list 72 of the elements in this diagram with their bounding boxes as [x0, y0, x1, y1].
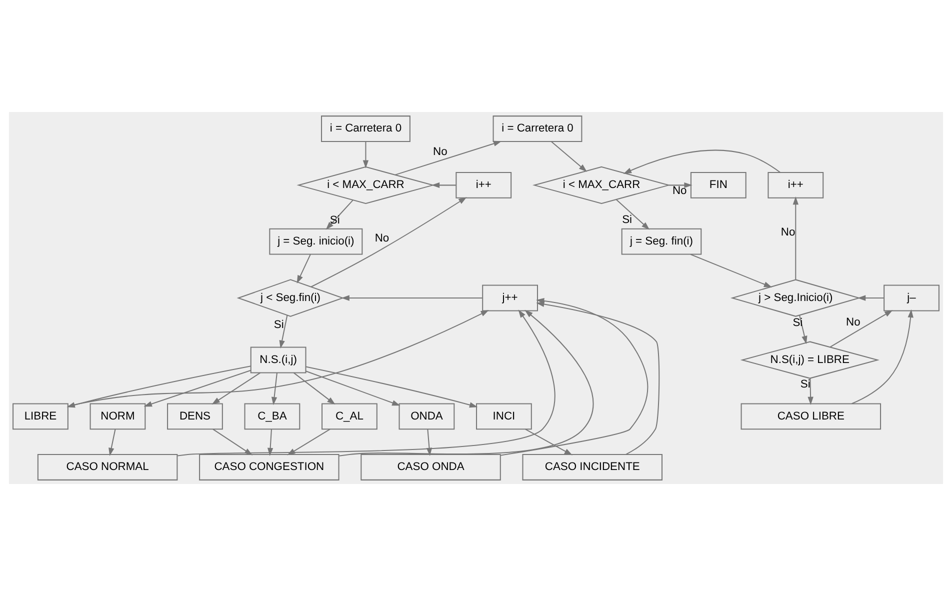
arrow	[279, 315, 288, 348]
node-box: i = Carretera 0	[492, 116, 582, 142]
node-box: j = Seg. fin(i)	[621, 228, 702, 255]
arrow	[267, 429, 274, 456]
arrow	[852, 309, 914, 404]
arrow	[212, 428, 253, 456]
arrow	[395, 140, 502, 176]
arrow	[212, 372, 260, 404]
node-box: CASO NORMAL	[37, 454, 178, 480]
edge-label: Si	[622, 214, 632, 226]
arrow	[326, 200, 354, 230]
edge-label: No	[374, 232, 390, 244]
node-box: DENS	[167, 403, 223, 430]
node-box: LIBRE	[12, 403, 68, 430]
arrow	[178, 310, 556, 456]
node-box: CASO ONDA	[360, 454, 501, 480]
node-box: CASO CONGESTION	[199, 454, 340, 480]
arrow	[271, 372, 278, 406]
arrow	[426, 429, 432, 456]
edge-label: Si	[330, 214, 340, 226]
arrow	[431, 182, 456, 188]
arrow	[341, 295, 482, 301]
edge-label: Si	[800, 378, 810, 390]
node-diamond: i < MAX_CARR	[296, 166, 435, 204]
arrow	[144, 370, 251, 407]
arrow	[339, 310, 594, 456]
arrow	[668, 182, 692, 188]
edge-label: Si	[792, 316, 803, 329]
node-box: i = Carretera 0	[321, 116, 410, 142]
arrow	[799, 315, 808, 344]
edge-label: Si	[274, 318, 284, 331]
arrow	[690, 254, 772, 288]
node-box: j++	[482, 284, 538, 312]
node-box: CASO INCIDENTE	[522, 454, 662, 480]
node-box: i++	[456, 172, 512, 198]
arrow	[296, 254, 311, 284]
node-diamond: N.S(i,j) = LIBRE	[740, 341, 880, 379]
node-box: FIN	[690, 172, 746, 198]
node-box: j–	[884, 284, 940, 312]
edge-label: No	[780, 226, 796, 238]
node-box: C_AL	[322, 403, 378, 430]
node-box: j = Seg. inicio(i)	[269, 228, 363, 255]
arrow	[500, 298, 648, 456]
arrow	[108, 429, 116, 456]
arrow	[362, 142, 369, 168]
node-box: NORM	[90, 403, 146, 430]
arrow	[857, 295, 884, 301]
node-box: C_BA	[244, 403, 300, 430]
node-box: INCI	[476, 403, 532, 430]
arrow	[536, 301, 660, 455]
arrow	[551, 141, 588, 172]
arrow	[808, 378, 814, 405]
arrow	[792, 196, 798, 280]
node-diamond: j > Seg.Inicio(i)	[730, 279, 861, 317]
edge-label: No	[433, 146, 448, 158]
arrow	[68, 310, 489, 407]
arrow	[616, 199, 650, 230]
edge-label: No	[846, 316, 860, 329]
node-box: N.S.(i,j)	[250, 346, 306, 374]
arrow	[623, 150, 780, 174]
arrow	[525, 428, 573, 456]
node-box: ONDA	[398, 403, 455, 430]
arrow	[310, 197, 467, 288]
edge-label: No	[672, 185, 687, 198]
arrow	[287, 428, 330, 456]
arrow	[830, 310, 893, 348]
arrow	[293, 372, 336, 405]
arrow	[306, 366, 478, 408]
arrow	[306, 370, 400, 406]
node-diamond: j < Seg.fin(i)	[236, 279, 344, 317]
node-box: CASO LIBRE	[740, 403, 882, 430]
node-box: i++	[768, 172, 824, 198]
